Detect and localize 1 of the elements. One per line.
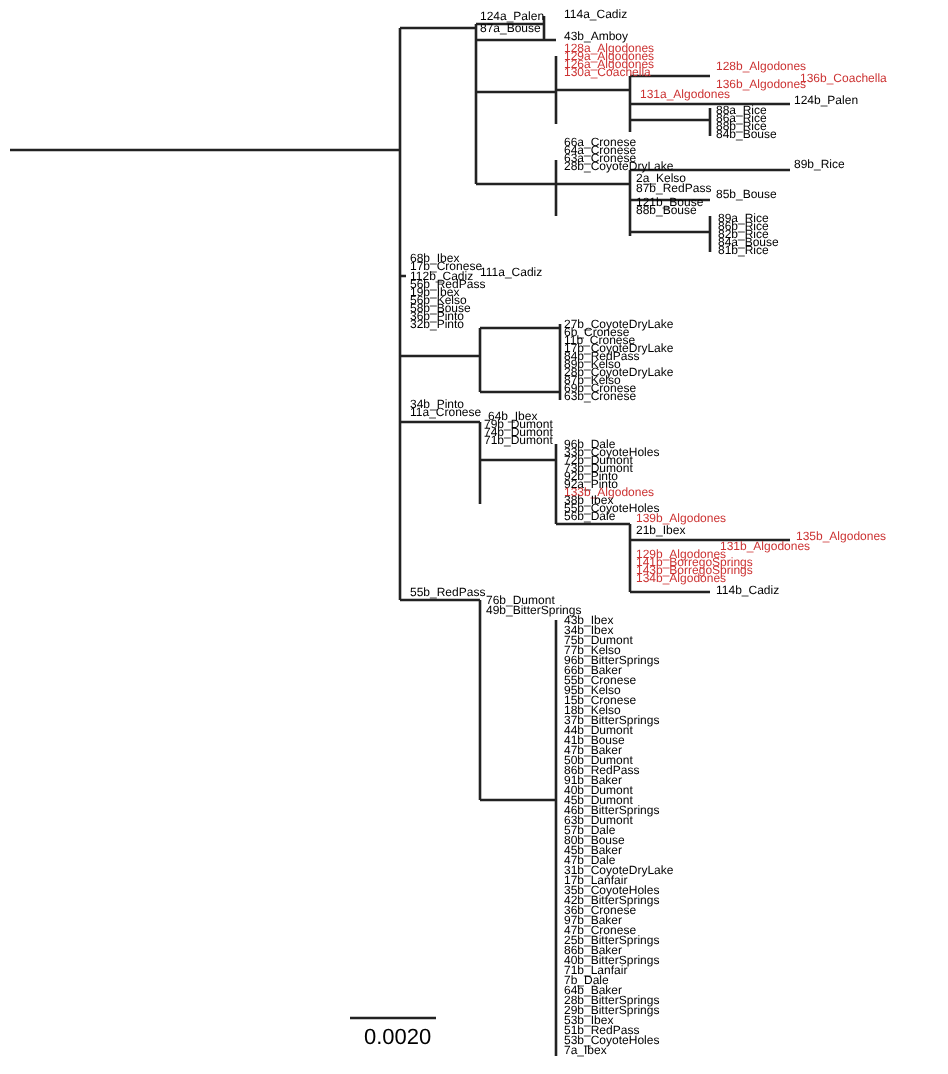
scale-bar-label: 0.0020 [364,1026,432,1050]
